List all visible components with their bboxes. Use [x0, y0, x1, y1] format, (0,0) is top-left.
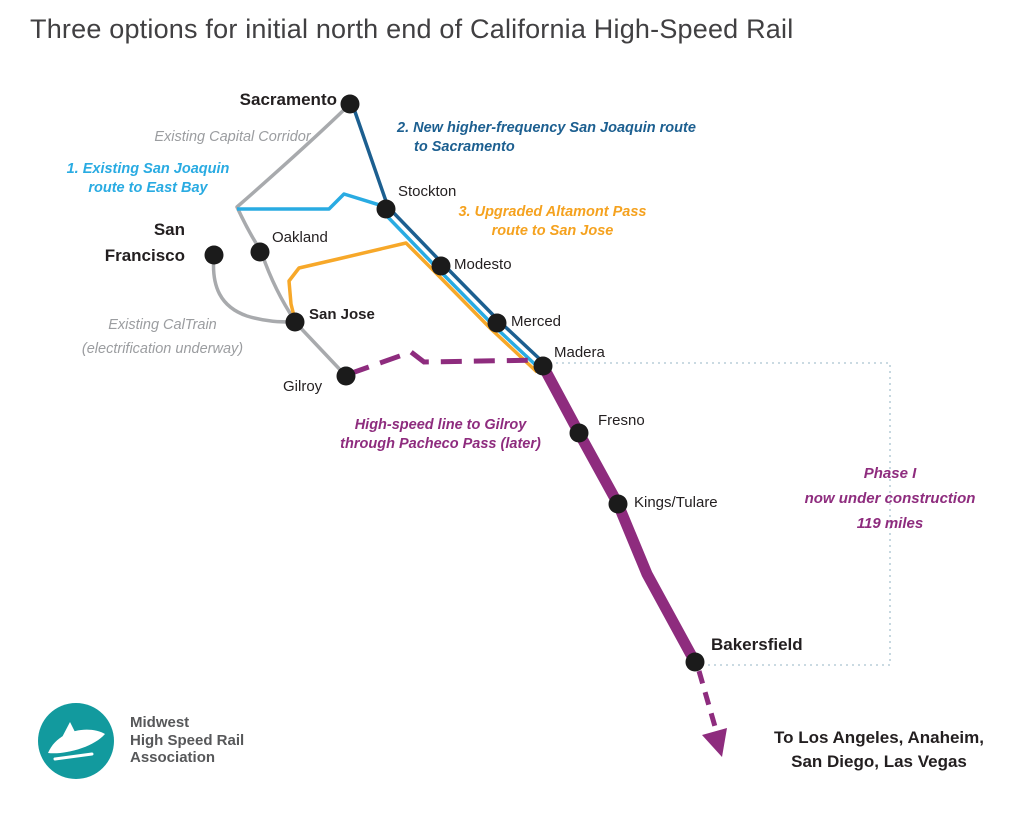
station-label-oakland: Oakland: [272, 229, 328, 246]
phase1-bracket-dotted-line: [556, 362, 891, 666]
option3-altamont-line: [287, 241, 539, 374]
option1-eastbay-line: [237, 192, 387, 211]
page-title: Three options for initial north end of C…: [30, 14, 794, 44]
option1-label: 1. Existing San Joaquin route to East Ba…: [38, 160, 258, 198]
option2-label: 2. New higher-frequency San Joaquin rout…: [397, 119, 696, 157]
pacheco-pass-dashed-line: [348, 349, 542, 377]
south-destinations-line2: San Diego, Las Vegas: [791, 752, 967, 771]
phase1-label-line3: 119 miles: [856, 515, 924, 532]
south-arrow-head-icon: [702, 728, 727, 757]
station-label-bakersfield: Bakersfield: [711, 635, 803, 654]
station-dot-stockton: [376, 199, 396, 219]
station-dot-bakersfield: [685, 652, 705, 672]
station-dot-kings-tulare: [608, 494, 628, 514]
caltrain-line: [211, 254, 348, 378]
south-destinations-label: To Los Angeles, Anaheim, San Diego, Las …: [745, 726, 1013, 774]
logo-line3: Association: [130, 749, 216, 766]
station-dot-gilroy: [336, 366, 356, 386]
station-label-stockton: Stockton: [398, 183, 457, 200]
station-label-san-francisco: San Francisco: [104, 220, 185, 265]
pacheco-pass-label: High-speed line to Gilroy through Pachec…: [318, 416, 563, 454]
phase1-label-line2: now under construction: [804, 490, 976, 507]
station-dot-sacramento: [340, 94, 360, 114]
mhsra-logo-wordmark: Midwest High Speed Rail Association: [130, 714, 244, 767]
phase1-construction-line: [537, 360, 701, 668]
station-label-merced: Merced: [511, 313, 562, 330]
capital-corridor-line: [235, 102, 352, 252]
south-arrow-shaft: [696, 670, 719, 731]
station-dot-madera: [533, 356, 553, 376]
logo-line1: Midwest: [130, 714, 190, 731]
caltrain-label-line1: Existing CalTrain: [108, 317, 217, 333]
phase1-label: Phase I now under construction 119 miles: [789, 461, 991, 536]
station-dot-fresno: [569, 423, 589, 443]
option1-corridor-line: [381, 210, 542, 371]
option3-label-line2: route to San Jose: [491, 223, 614, 239]
caltrain-label: Existing CalTrain (electrification under…: [50, 313, 275, 361]
option1-label-line1: 1. Existing San Joaquin: [66, 161, 230, 177]
station-label-kings-tulare: Kings/Tulare: [634, 494, 718, 511]
station-dot-san-jose: [285, 312, 305, 332]
station-label-madera: Madera: [554, 344, 605, 361]
option1-label-line2: route to East Bay: [88, 180, 208, 196]
station-label-fresno: Fresno: [598, 412, 645, 429]
phase1-label-line1: Phase I: [863, 465, 917, 482]
option2-label-line2: to Sacramento: [414, 139, 515, 155]
caltrain-label-line2: (electrification underway): [81, 341, 244, 357]
station-label-gilroy: Gilroy: [283, 378, 323, 395]
option3-label-line1: 3. Upgraded Altamont Pass: [458, 204, 647, 220]
station-label-modesto: Modesto: [454, 256, 512, 273]
station-dot-san-francisco: [204, 245, 224, 265]
station-dot-merced: [487, 313, 507, 333]
option3-label: 3. Upgraded Altamont Pass route to San J…: [440, 203, 665, 241]
logo-line2: High Speed Rail: [130, 731, 245, 749]
capital-corridor-label: Existing Capital Corridor: [154, 129, 311, 145]
mhsra-logo-icon: [38, 703, 114, 779]
station-dot-oakland: [250, 242, 270, 262]
station-label-san-jose: San Jose: [309, 306, 375, 323]
station-label-sacramento: Sacramento: [239, 90, 337, 109]
pacheco-pass-label-line2: through Pacheco Pass (later): [340, 436, 541, 452]
option2-label-line1: 2. New higher-frequency San Joaquin rout…: [397, 120, 696, 136]
pacheco-pass-label-line1: High-speed line to Gilroy: [354, 417, 527, 433]
station-dot-modesto: [431, 256, 451, 276]
south-destinations-line1: To Los Angeles, Anaheim,: [773, 728, 984, 747]
